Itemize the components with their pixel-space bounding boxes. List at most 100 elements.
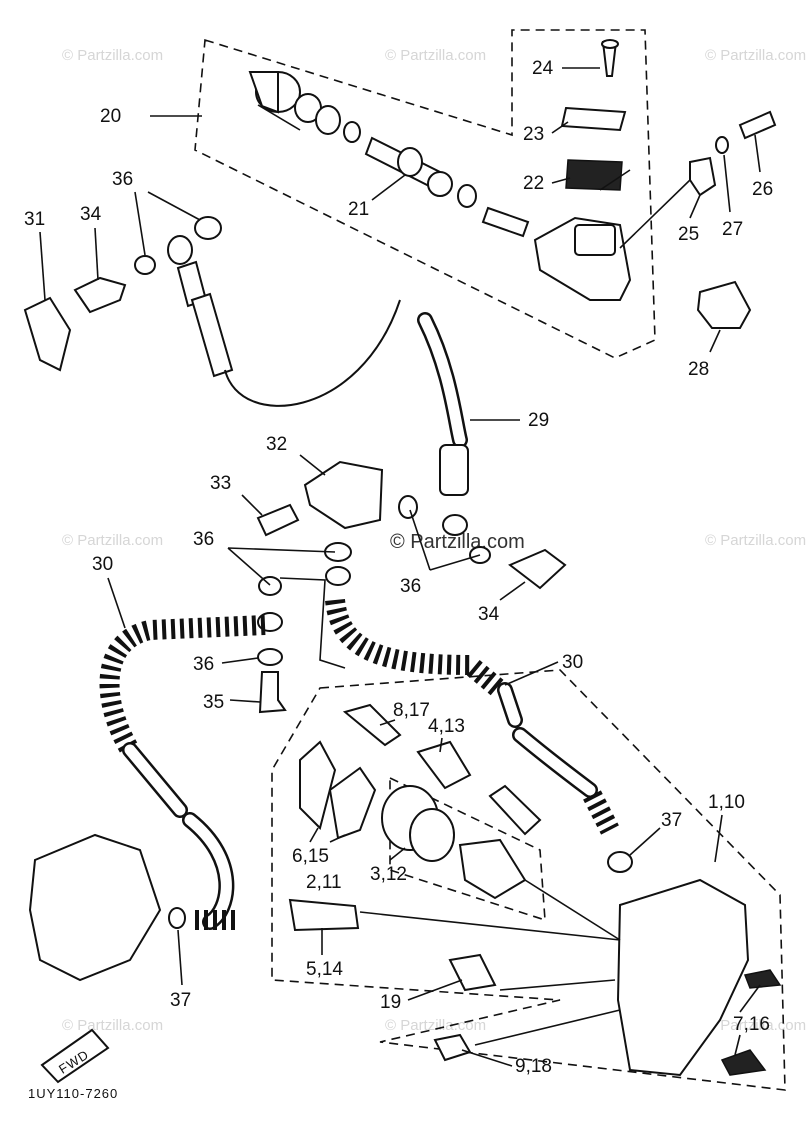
callout-19: 19 (380, 992, 401, 1013)
watermark: © Partzilla.com (62, 532, 163, 549)
clip-31 (23, 296, 72, 372)
pin (488, 784, 542, 836)
union-bolt-34 (73, 276, 127, 314)
leader (619, 179, 691, 249)
callout-6-15: 6,15 (292, 846, 329, 867)
callout-27: 27 (722, 219, 743, 240)
watermark: © Partzilla.com (385, 47, 486, 64)
callout-36-right: 36 (400, 576, 421, 597)
clip-5-14 (288, 898, 360, 932)
hose-29-thin (224, 299, 401, 407)
banjo-fitting (325, 566, 351, 586)
callout-20: 20 (100, 106, 121, 127)
fwd-arrow: FWD (40, 1028, 110, 1084)
caliper-body-1-10 (616, 878, 750, 1077)
leader (499, 979, 616, 991)
callout-8-17: 8,17 (393, 700, 430, 721)
washer-37 (168, 907, 186, 929)
piston (458, 838, 527, 900)
pad-clip (720, 1049, 767, 1076)
reservoir-cap (560, 106, 627, 132)
diaphragm (565, 159, 623, 191)
seal (409, 808, 455, 862)
watermark: © Partzilla.com (62, 47, 163, 64)
reservoir-opening (574, 224, 616, 256)
callout-32: 32 (266, 434, 287, 455)
leader (409, 509, 481, 571)
callout-33: 33 (210, 473, 231, 494)
caliper-boundary (271, 669, 786, 1091)
bolt-8-17 (342, 703, 402, 747)
callout-5-14: 5,14 (306, 959, 343, 980)
bleed-cap-9-18 (433, 1033, 472, 1062)
callout-2-11: 2,11 (306, 872, 342, 893)
pad (328, 766, 377, 840)
piston-cup (427, 171, 453, 197)
assembled-caliper (28, 833, 186, 982)
upper-hose-fittings (23, 216, 469, 536)
leader (599, 169, 631, 191)
spring (481, 206, 530, 238)
washer-36 (134, 255, 156, 275)
pad-spring (743, 969, 782, 989)
callout-7-16: 7,16 (733, 1014, 770, 1035)
master-cylinder-group (194, 29, 777, 359)
callout-30-left: 30 (92, 554, 113, 575)
hose-30-right (325, 598, 507, 698)
callout-1-10: 1,10 (708, 792, 745, 813)
sleeve-28 (696, 280, 752, 329)
caliper-group (271, 669, 786, 1091)
callout-23: 23 (523, 124, 544, 145)
bolt-34 (508, 548, 567, 590)
holder (689, 156, 717, 197)
bleed-screw-19 (448, 953, 497, 992)
callout-35: 35 (203, 692, 224, 713)
watermark: © Partzilla.com (62, 1017, 163, 1034)
boot-body (248, 71, 279, 114)
washer (315, 105, 341, 135)
screw-head (601, 39, 619, 49)
callout-30-right: 30 (562, 652, 583, 673)
callout-37-right: 37 (661, 810, 682, 831)
hose-30-left (99, 615, 266, 756)
callout-36-top: 36 (112, 169, 133, 190)
boot-4-13 (416, 740, 472, 790)
callout-layer: 20 24 23 22 26 27 25 21 36 31 34 28 29 3… (24, 58, 773, 1077)
bolt-33 (256, 503, 300, 537)
watermark: © Partzilla.com (705, 532, 806, 549)
callout-37-left: 37 (170, 990, 191, 1011)
washer-36 (258, 576, 282, 596)
callout-28: 28 (688, 359, 709, 380)
banjo-fitting (167, 235, 193, 265)
o-ring (343, 121, 361, 143)
washer-37 (607, 851, 633, 873)
callout-4-13: 4,13 (428, 716, 465, 737)
callout-36-mid: 36 (193, 529, 214, 550)
washer-36 (194, 216, 222, 240)
brake-hoses-30 (99, 598, 633, 930)
callout-31: 31 (24, 209, 45, 230)
washer-27 (715, 136, 729, 154)
hose-end (439, 444, 469, 496)
callout-25: 25 (678, 224, 699, 245)
callout-24: 24 (532, 58, 554, 79)
callout-22: 22 (523, 173, 544, 194)
washer-36 (398, 495, 418, 519)
bolt-26 (738, 110, 777, 140)
callout-36-low: 36 (193, 654, 214, 675)
watermark: © Partzilla.com (705, 1017, 806, 1034)
diagram-code: 1UY110-7260 (28, 1086, 118, 1101)
watermark: © Partzilla.com (705, 47, 806, 64)
leader (279, 577, 346, 669)
callout-29: 29 (528, 410, 549, 431)
leader (359, 911, 621, 941)
watermark: © Partzilla.com (385, 1017, 486, 1034)
leader (524, 879, 621, 941)
leader (257, 104, 301, 131)
callout-3-12: 3,12 (370, 864, 407, 885)
callout-34-top: 34 (80, 204, 102, 225)
hose-sleeve (190, 292, 234, 378)
banjo-end (442, 514, 468, 536)
callout-9-18: 9,18 (515, 1056, 552, 1077)
